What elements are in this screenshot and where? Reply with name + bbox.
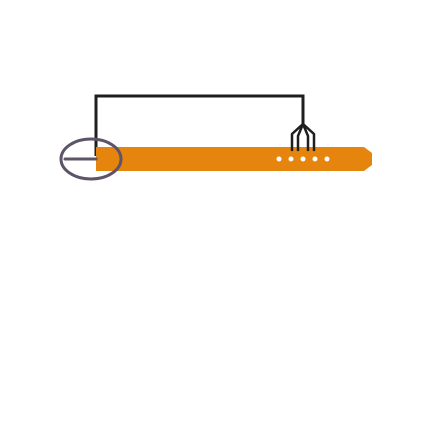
buckle-frame [59, 137, 123, 181]
belt-strap [96, 147, 372, 171]
belt-holes [276, 156, 330, 162]
belt-hole [276, 156, 282, 162]
belt-hole [288, 156, 294, 162]
connector-line [94, 94, 305, 156]
belt-hole [300, 156, 306, 162]
tongue-fork [290, 122, 316, 152]
belt-hole [312, 156, 318, 162]
belt-hole [324, 156, 330, 162]
